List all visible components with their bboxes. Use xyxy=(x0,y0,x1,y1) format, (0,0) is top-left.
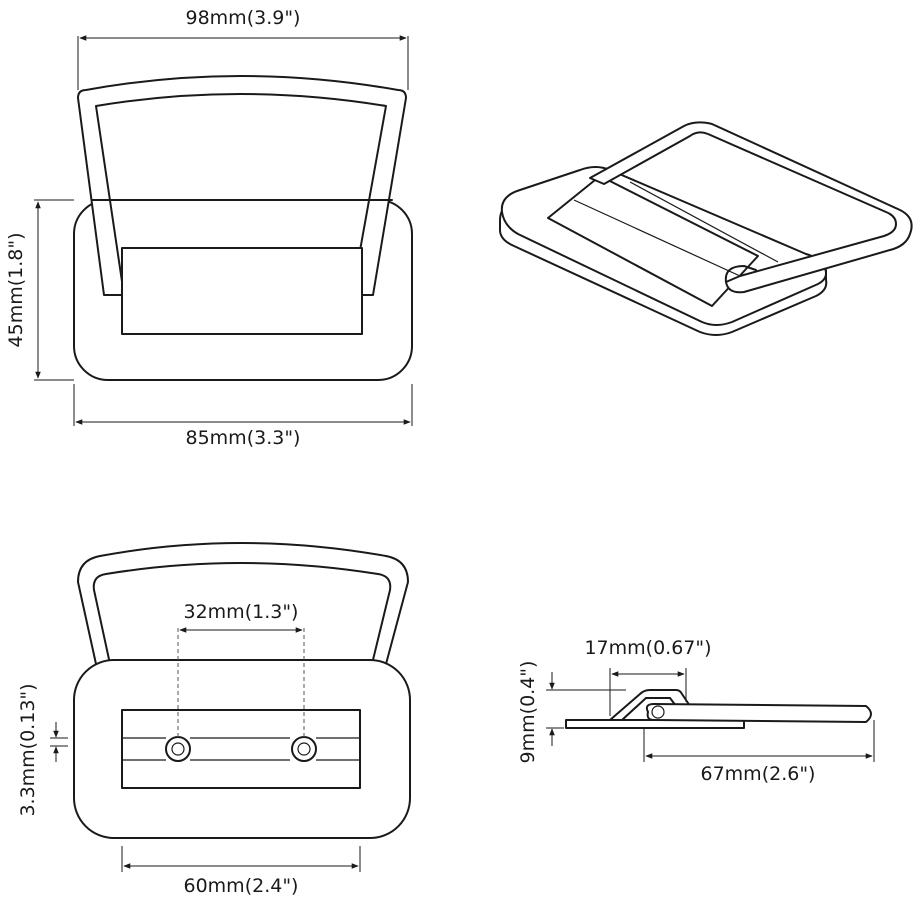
bottom-recess xyxy=(121,709,361,789)
dim-base-width-label: 85mm(3.3") xyxy=(186,427,301,449)
bottom-handle-ring xyxy=(77,542,409,665)
dim-thickness-label: 3.3mm(0.13") xyxy=(17,683,39,816)
dim-recess-width-label: 60mm(2.4") xyxy=(184,875,299,897)
top-view: 98mm(3.9") 45mm(1.8") 85mm(3.3") xyxy=(5,7,413,449)
top-handle-ring xyxy=(77,75,407,296)
dim-hole-spacing-label: 32mm(1.3") xyxy=(184,601,299,623)
dim-hinge-label: 17mm(0.67") xyxy=(584,637,711,659)
iso-recess-line xyxy=(573,199,741,277)
bottom-view: 32mm(1.3") 3.3mm(0.13") 60mm(2.4") xyxy=(17,542,411,897)
iso-hinge xyxy=(724,265,757,283)
side-view: 17mm(0.67") 9mm(0.4") 67mm(2.6") xyxy=(517,637,875,785)
dim-top-width-label: 98mm(3.9") xyxy=(186,7,301,29)
iso-recess xyxy=(547,175,759,307)
iso-handle-ring xyxy=(589,121,913,294)
side-hinge-pin xyxy=(651,705,665,719)
mounting-hole-left xyxy=(165,736,191,762)
dim-side-height-label: 9mm(0.4") xyxy=(517,661,539,764)
dim-top-height-label: 45mm(1.8") xyxy=(5,233,27,348)
top-recess xyxy=(121,247,363,335)
dim-side-length-label: 67mm(2.6") xyxy=(701,763,816,785)
side-handle-lever xyxy=(645,703,872,723)
isometric-view xyxy=(499,121,913,336)
mounting-hole-right xyxy=(291,736,317,762)
iso-recess-line-2 xyxy=(629,181,779,263)
